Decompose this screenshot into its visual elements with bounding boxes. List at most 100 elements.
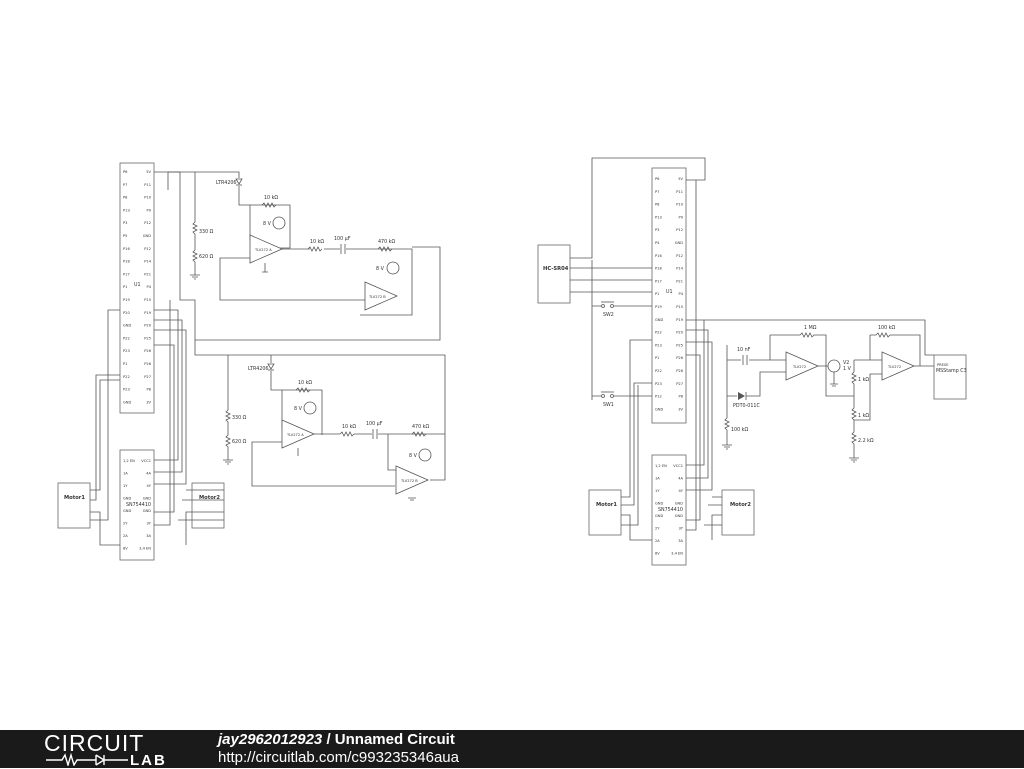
left-u1-chip[interactable]: U1 P6P7P8P13P3P5P16P18P17P1P19P20GNDP22P… bbox=[119, 162, 155, 414]
chip-pin-label: 4A bbox=[146, 472, 151, 476]
right-r-divider[interactable]: 1 kΩ 1 kΩ 2.2 kΩ bbox=[851, 360, 874, 458]
left-r470-b-label: 470 kΩ bbox=[412, 424, 429, 430]
left-vsrc-c[interactable]: 8 V bbox=[294, 401, 317, 415]
right-sw1[interactable]: SW1 bbox=[601, 391, 614, 408]
left-opamp-a1[interactable]: TLV272 A bbox=[249, 234, 283, 264]
title-separator: / bbox=[322, 731, 335, 748]
right-sn-label: SN754410 bbox=[658, 507, 683, 513]
right-v2[interactable]: V2 1 V bbox=[827, 359, 852, 373]
chip-pin-label: P16 bbox=[655, 254, 662, 258]
right-opamp-2[interactable]: TLV272 bbox=[881, 351, 915, 381]
author-link[interactable]: jay2962012923 bbox=[218, 731, 323, 748]
chip-pin-label: P9 bbox=[679, 215, 684, 219]
right-r1m[interactable]: 1 MΩ bbox=[769, 325, 827, 366]
chip-pin-label: P20 bbox=[123, 311, 130, 315]
chip-pin-label: P19 bbox=[676, 318, 683, 322]
left-r10k-d[interactable]: 10 kΩ bbox=[339, 424, 356, 437]
chip-pin-label: P22 bbox=[123, 375, 130, 379]
left-opamp-b1[interactable]: TLV272 B bbox=[364, 281, 398, 311]
right-cap-10nf[interactable]: 10 nF bbox=[737, 347, 751, 365]
chip-pin-label: GND bbox=[655, 318, 663, 322]
chip-pin-label: P25 bbox=[676, 343, 683, 347]
chip-pin-label: P25 bbox=[144, 336, 151, 340]
chip-pin-label: P6 bbox=[123, 170, 128, 174]
left-sn-label: SN754410 bbox=[126, 502, 151, 508]
right-r22k-label: 2.2 kΩ bbox=[858, 438, 874, 444]
right-motor2[interactable]: Motor2 bbox=[721, 489, 755, 536]
chip-pin-label: GND bbox=[143, 497, 151, 501]
schematic-canvas: U1 P6P7P8P13P3P5P16P18P17P1P19P20GNDP22P… bbox=[57, 157, 967, 566]
chip-pin-label: P10 bbox=[144, 196, 151, 200]
left-r330-a-label: 330 Ω bbox=[199, 229, 214, 235]
chip-pin-label: P1 bbox=[123, 362, 127, 366]
left-r470-a[interactable]: 470 kΩ bbox=[377, 239, 395, 252]
right-speaker[interactable]: PRESE MSStamp C3 bbox=[933, 354, 967, 400]
logo-text-top: CIRCUIT bbox=[44, 730, 145, 756]
left-vsrc-d[interactable]: 8 V bbox=[409, 448, 432, 462]
right-motor1[interactable]: Motor1 bbox=[588, 489, 622, 536]
chip-pin-label: VCC1 bbox=[141, 459, 151, 463]
left-ldr-bottom[interactable]: LTR4206 bbox=[248, 363, 275, 372]
chip-pin-label: P12 bbox=[676, 254, 683, 258]
chip-pin-label: 2A bbox=[123, 534, 128, 538]
left-vsrc-a[interactable]: 8 V bbox=[263, 216, 286, 230]
chip-pin-label: P17 bbox=[655, 279, 662, 283]
right-motor1-label: Motor1 bbox=[596, 502, 617, 508]
circuitlab-logo[interactable]: CIRCUIT LAB bbox=[44, 730, 184, 769]
left-motor1[interactable]: Motor1 bbox=[57, 482, 91, 529]
left-r470-b[interactable]: 470 kΩ bbox=[411, 424, 429, 437]
left-r330-b[interactable]: 330 Ω 620 Ω bbox=[225, 355, 247, 460]
chip-pin-label: P18 bbox=[655, 267, 662, 271]
right-u1-label: U1 bbox=[666, 289, 673, 295]
right-u1-chip[interactable]: U1 P6P7P8P13P3P4P16P18P17P1P19GNDP22P23P… bbox=[651, 167, 687, 424]
right-opamp-1-label: TLV272 bbox=[792, 365, 806, 369]
left-ldr-bottom-label: LTR4206 bbox=[248, 366, 268, 372]
right-diode[interactable]: PDT0-011C bbox=[733, 392, 760, 409]
chip-pin-label: P4 bbox=[655, 241, 660, 245]
right-r100k-top-label: 100 kΩ bbox=[878, 325, 895, 331]
chip-pin-label: P27 bbox=[144, 375, 151, 379]
left-vsrc-b[interactable]: 8 V bbox=[376, 261, 400, 275]
right-motor2-label: Motor2 bbox=[730, 502, 751, 508]
right-speaker-label: MSStamp C3 bbox=[936, 368, 967, 374]
logo-text-bottom: LAB bbox=[130, 752, 167, 769]
chip-pin-label: P5 bbox=[123, 234, 127, 238]
chip-pin-label: 5V bbox=[146, 170, 151, 174]
left-r10k-a[interactable]: 10 kΩ bbox=[261, 195, 278, 208]
chip-pin-label: P4 bbox=[147, 285, 152, 289]
left-motor2[interactable]: Motor2 bbox=[191, 482, 225, 529]
chip-pin-label: P11 bbox=[676, 190, 683, 194]
left-opamp-a2[interactable]: TLV272 A bbox=[281, 419, 315, 449]
chip-pin-label: P3 bbox=[655, 228, 659, 232]
chip-pin-label: VCC1 bbox=[673, 464, 683, 468]
left-ldr-top[interactable]: LTR4206 bbox=[216, 178, 243, 186]
left-opamp-b2[interactable]: TLV272 B bbox=[395, 465, 429, 495]
chip-pin-label: P23 bbox=[655, 382, 662, 386]
right-speaker-small-label: PRESE bbox=[937, 363, 949, 367]
circuit-url[interactable]: http://circuitlab.com/c993235346aua bbox=[218, 749, 459, 766]
chip-pin-label: P15 bbox=[144, 298, 151, 302]
right-r100k-top[interactable]: 100 kΩ bbox=[869, 325, 921, 366]
chip-pin-label: P22 bbox=[655, 369, 662, 373]
left-cap-b[interactable]: 100 µF bbox=[366, 421, 383, 439]
left-vsrc-a-label: 8 V bbox=[263, 221, 272, 227]
right-sw2[interactable]: SW2 bbox=[601, 301, 614, 318]
chip-pin-label: 1Y bbox=[655, 489, 660, 493]
chip-pin-label: P10 bbox=[676, 203, 683, 207]
chip-pin-label: P8 bbox=[147, 388, 152, 392]
chip-pin-label: P18 bbox=[123, 260, 130, 264]
chip-pin-label: 2Y bbox=[123, 522, 128, 526]
logo-waveform-icon bbox=[46, 752, 128, 766]
chip-pin-label: P19 bbox=[144, 311, 151, 315]
right-opamp-1[interactable]: TLV272 bbox=[785, 351, 819, 381]
left-r10k-c[interactable]: 10 kΩ bbox=[295, 380, 312, 393]
left-r330-a[interactable]: 330 Ω 620 Ω bbox=[192, 172, 214, 275]
right-hc-sr04[interactable]: HC-SR04 bbox=[537, 244, 571, 304]
left-r10k-b[interactable]: 10 kΩ bbox=[307, 239, 324, 252]
left-cap-a[interactable]: 100 µF bbox=[334, 236, 351, 254]
right-r100k-bot[interactable]: 100 kΩ bbox=[724, 417, 748, 445]
